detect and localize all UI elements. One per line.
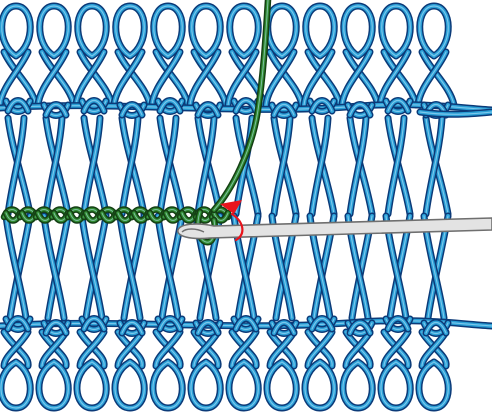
- bottom-loop: [343, 362, 372, 408]
- top-loop: [344, 6, 373, 56]
- bottom-spine: [0, 319, 492, 334]
- top-tail: [420, 112, 492, 114]
- bottom-loop: [115, 362, 144, 408]
- top-lace-strip: [0, 6, 492, 214]
- bottom-loop: [77, 362, 106, 408]
- bottom-lace-strip: [0, 216, 492, 408]
- top-loop: [420, 6, 449, 56]
- bottom-loop: [39, 362, 68, 408]
- top-loop: [116, 6, 145, 56]
- top-spine: [0, 101, 492, 116]
- top-loop: [154, 6, 183, 56]
- top-loop: [382, 6, 411, 56]
- top-loop: [78, 6, 107, 56]
- bottom-loop: [191, 362, 220, 408]
- top-loop: [2, 6, 31, 56]
- top-loop: [230, 6, 259, 56]
- top-loop: [268, 6, 297, 56]
- top-loop: [40, 6, 69, 56]
- bottom-loop: [1, 362, 30, 408]
- bottom-loop: [229, 362, 258, 408]
- bottom-loop: [419, 362, 448, 408]
- top-loop: [306, 6, 335, 56]
- bottom-loop: [153, 362, 182, 408]
- bottom-loop: [305, 362, 334, 408]
- bottom-loop: [267, 362, 296, 408]
- top-loop: [192, 6, 221, 56]
- bottom-loop: [381, 362, 410, 408]
